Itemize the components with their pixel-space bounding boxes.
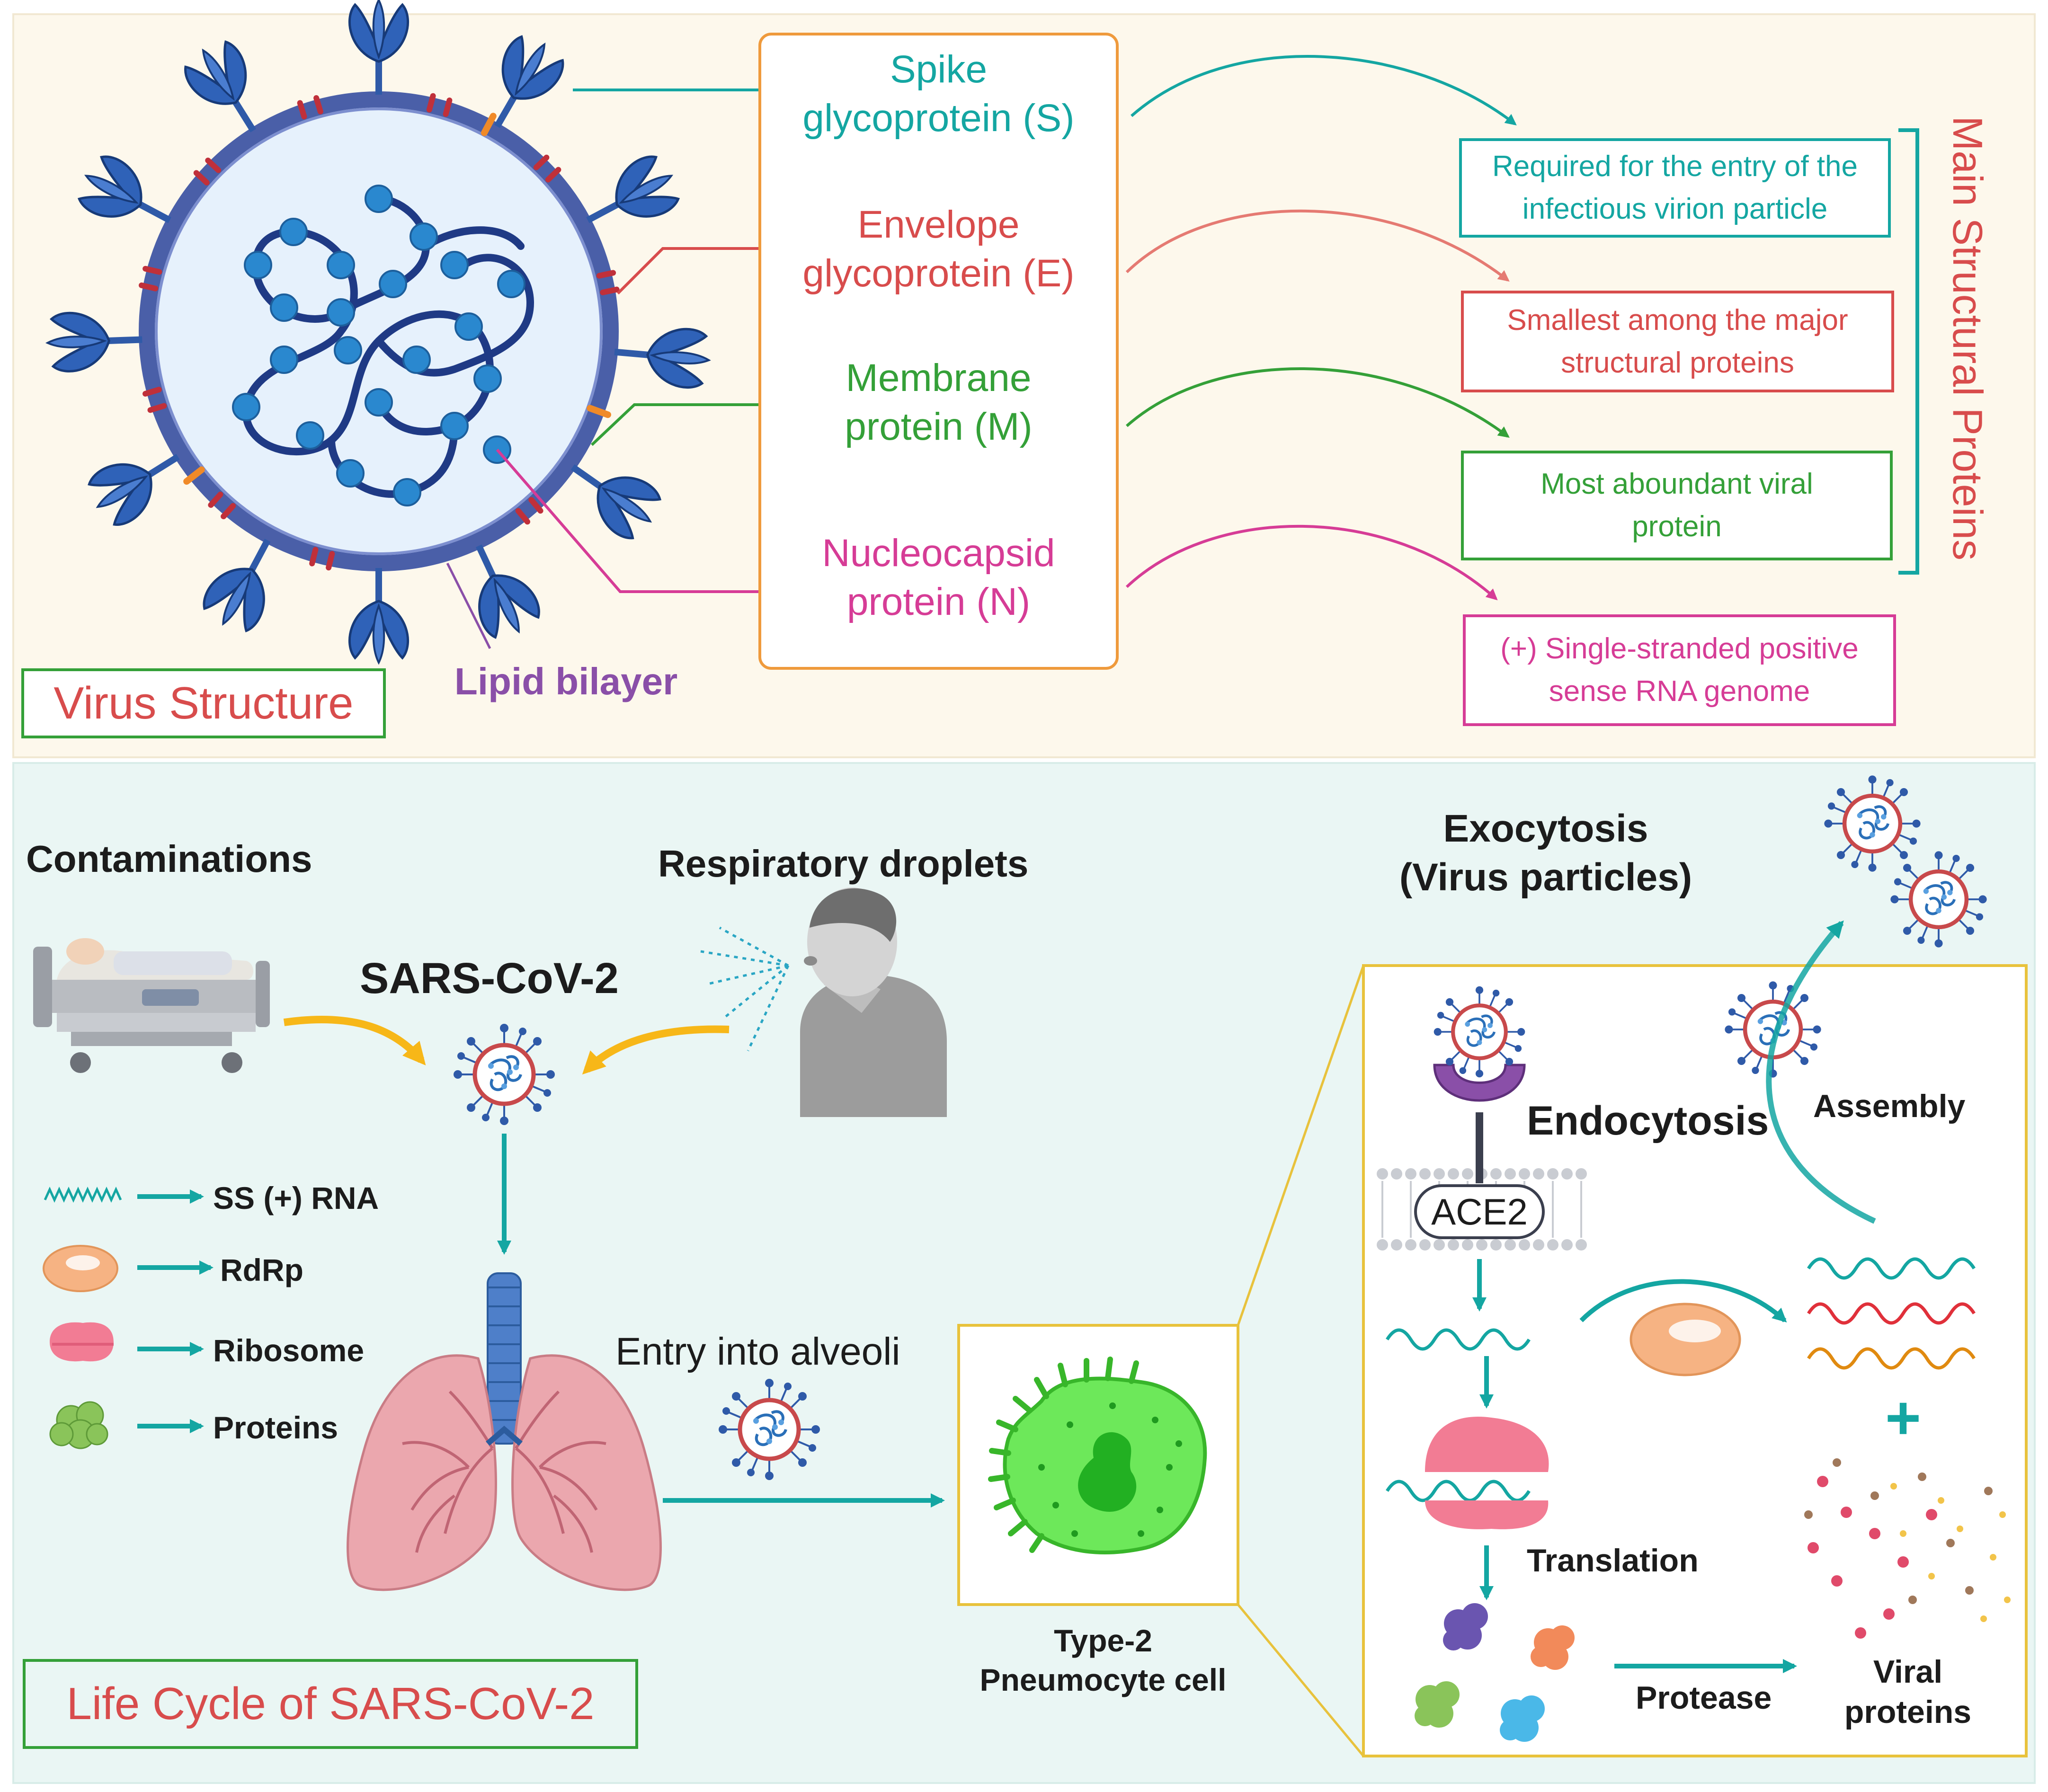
structural-bracket — [1898, 128, 1919, 575]
legend-icons — [43, 1186, 122, 1449]
alveoli-virus-icon — [719, 1379, 820, 1480]
nucleocapsid-description: (+) Single-stranded positive sense RNA g… — [1500, 632, 1859, 708]
endocytosis-label: Endocytosis — [1527, 1098, 1769, 1144]
membrane-description-box: Most aboundant viral protein — [1461, 451, 1893, 560]
virus-structure-title: Virus Structure — [53, 678, 354, 729]
nucleocapsid-protein-line2: protein (N) — [846, 580, 1031, 623]
exocytosis-line2: (Virus particles) — [1399, 855, 1692, 899]
pneumocyte-cell-illustration — [988, 1357, 1207, 1554]
nucleocapsid-protein-label: Nucleocapsid protein (N) — [765, 529, 1113, 626]
nucleocapsid-arrow — [1125, 524, 1498, 601]
legend-proteins-label: Proteins — [213, 1410, 338, 1445]
life-cycle-title: Life Cycle of SARS-CoV-2 — [66, 1678, 595, 1730]
lipid-bilayer-label: Lipid bilayer — [454, 660, 678, 702]
virus-structure-title-box: Virus Structure — [21, 668, 386, 738]
contaminations-label: Contaminations — [26, 838, 312, 880]
exocytosis-virus-icon — [1725, 981, 1821, 1077]
hospital-bed-illustration — [33, 938, 270, 1073]
exocytosis-virus-icon — [1824, 775, 1920, 871]
assembly-label: Assembly — [1813, 1088, 1966, 1124]
assembly-arrow — [1766, 920, 1876, 1224]
membrane-protein-line2: protein (M) — [845, 405, 1033, 448]
virus-structure-illustration — [46, 0, 711, 663]
rna-strands — [1386, 1257, 1976, 1502]
lungs-illustration — [347, 1272, 662, 1591]
viral-proteins-line1: Viral — [1873, 1654, 1943, 1690]
legend-rdrp-label: RdRp — [220, 1252, 303, 1287]
intracellular-arrows — [1472, 1259, 1797, 1673]
nucleocapsid-description-box: (+) Single-stranded positive sense RNA g… — [1463, 614, 1896, 726]
plus-sign: + — [1885, 1383, 1921, 1452]
protease-label: Protease — [1636, 1680, 1772, 1716]
entry-into-alveoli-label: Entry into alveoli — [615, 1330, 900, 1373]
exocytosis-line1: Exocytosis — [1443, 807, 1648, 850]
respiratory-droplets-label: Respiratory droplets — [658, 843, 1029, 885]
sars-cov-2-virus-icon — [454, 1024, 555, 1125]
spike-protein-label: Spike glycoprotein (S) — [765, 45, 1113, 142]
translation-label: Translation — [1527, 1543, 1699, 1579]
viral-protein-dots — [1804, 1458, 2011, 1639]
zoom-line-bottom — [1237, 1604, 1364, 1757]
contamination-arrow — [283, 1015, 426, 1065]
membrane-arrow — [1126, 367, 1510, 438]
main-structural-proteins-label: Main Structural Proteins — [1944, 116, 1991, 561]
viral-proteins-line2: proteins — [1844, 1694, 1972, 1730]
life-cycle-title-box: Life Cycle of SARS-CoV-2 — [23, 1659, 638, 1749]
exocytosis-virus-icon — [1890, 851, 1986, 947]
membrane-protein-line1: Membrane — [846, 356, 1032, 399]
viral-proteins-label: Viral proteins — [1827, 1652, 1988, 1732]
protein-list-box — [758, 33, 1119, 670]
envelope-description: Smallest among the major structural prot… — [1507, 303, 1848, 379]
droplet-arrow — [582, 1025, 730, 1075]
membrane-description: Most aboundant viral protein — [1540, 468, 1813, 543]
nucleocapsid-protein-line1: Nucleocapsid — [822, 532, 1055, 575]
envelope-arrow — [1125, 209, 1510, 282]
protein-clusters — [1415, 1603, 1575, 1742]
spike-protein-line2: glycoprotein (S) — [802, 96, 1075, 140]
droplet-spray — [700, 926, 790, 1052]
ribosome-icon — [1425, 1416, 1549, 1529]
exocytosis-label: Exocytosis (Virus particles) — [1359, 805, 1733, 902]
envelope-protein-line1: Envelope — [857, 203, 1020, 246]
person-coughing-illustration — [800, 887, 947, 1117]
spike-protein-line1: Spike — [890, 48, 988, 91]
zoom-line-top — [1237, 965, 1365, 1326]
membrane-protein-label: Membrane protein (M) — [765, 354, 1113, 451]
membrane-leader-line — [590, 403, 819, 446]
spike-description-box: Required for the entry of the infectious… — [1459, 138, 1891, 238]
rdrp-icon — [1629, 1303, 1741, 1376]
lipid-leader-line — [446, 562, 491, 649]
envelope-protein-line2: glycoprotein (E) — [802, 251, 1075, 295]
ace2-label: ACE2 — [1431, 1191, 1528, 1233]
spike-arrow — [1131, 55, 1517, 125]
ace2-receptor — [1414, 1064, 1545, 1239]
legend-ribosome-label: Ribosome — [213, 1333, 365, 1368]
nucleocapsid-leader-line — [496, 449, 819, 593]
pneumocyte-cell-line2: Pneumocyte cell — [979, 1662, 1227, 1697]
envelope-description-box: Smallest among the major structural prot… — [1461, 291, 1894, 392]
sars-cov-2-label: SARS-CoV-2 — [360, 954, 619, 1002]
endocytosis-virus-icon — [1434, 986, 1525, 1078]
legend-arrows — [137, 1189, 214, 1433]
pneumocyte-cell-label: Type-2 Pneumocyte cell — [928, 1621, 1278, 1699]
legend-ss-rna-label: SS (+) RNA — [213, 1180, 379, 1215]
spike-description: Required for the entry of the infectious… — [1492, 150, 1858, 225]
pneumocyte-cell-line1: Type-2 — [1054, 1623, 1152, 1658]
envelope-protein-label: Envelope glycoprotein (E) — [765, 201, 1113, 298]
